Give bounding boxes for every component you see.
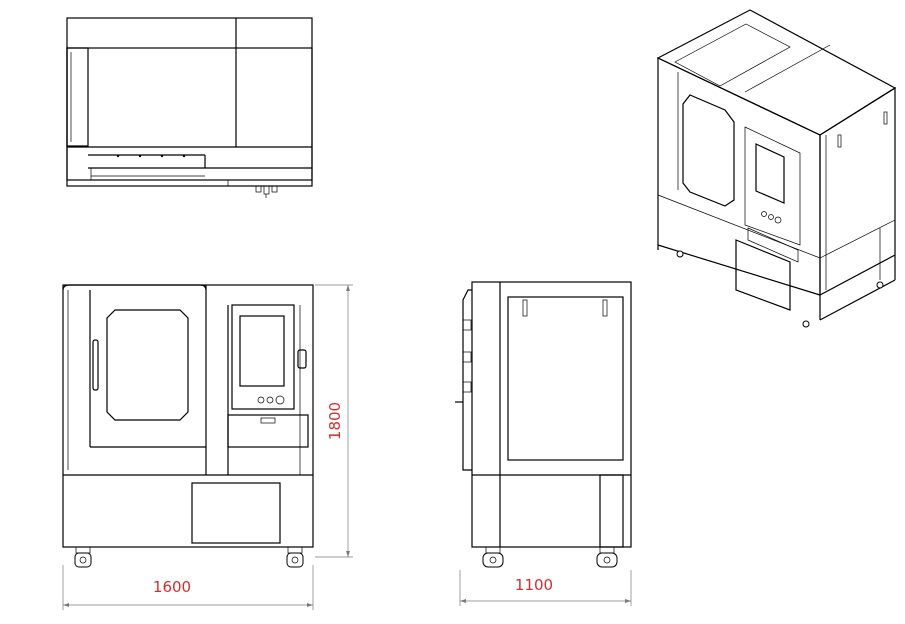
iso-front-face <box>657 57 821 296</box>
control-button-1 <box>257 396 265 404</box>
top-view-body <box>66 47 313 181</box>
side-panel-latch-left <box>522 299 528 317</box>
hinge-middle <box>462 351 472 363</box>
base-access-panel <box>191 482 281 544</box>
iso-door-window <box>682 94 735 207</box>
top-view <box>66 17 313 198</box>
iso-base-panel <box>735 239 791 311</box>
front-right-caster <box>286 546 304 568</box>
front-drawer <box>227 414 309 448</box>
isometric-view <box>656 9 897 328</box>
side-panel-latch-right <box>602 299 608 317</box>
emergency-stop-button <box>275 395 285 405</box>
front-height-label: 1800 <box>326 402 344 440</box>
control-button-2 <box>266 396 274 404</box>
side-depth-label: 1100 <box>515 576 553 594</box>
side-view-outline <box>471 281 632 548</box>
side-right-caster <box>596 546 618 568</box>
iso-control-screen <box>755 143 785 204</box>
front-view <box>62 284 314 568</box>
front-width-label: 1600 <box>153 578 191 596</box>
iso-caster-2 <box>802 320 810 328</box>
front-door-window <box>106 309 189 421</box>
front-left-caster <box>74 546 92 568</box>
control-panel <box>231 304 295 410</box>
control-panel-screen <box>239 315 285 387</box>
hinge-top <box>462 319 472 331</box>
front-width-dimension: 1600 <box>62 565 314 610</box>
side-view <box>455 281 632 568</box>
iso-caster-1 <box>676 250 684 258</box>
top-view-outline <box>66 17 313 187</box>
iso-caster-3 <box>876 281 884 289</box>
drawer-handle <box>260 417 276 424</box>
side-depth-dimension: 1100 <box>459 570 632 606</box>
hinge-bottom <box>462 381 472 393</box>
top-view-control-knobs <box>255 185 278 198</box>
front-height-dimension: 1800 <box>315 284 353 558</box>
top-view-left-panel <box>66 47 89 147</box>
side-handle <box>297 349 307 369</box>
side-panel <box>507 296 624 461</box>
front-door-handle <box>92 339 99 391</box>
iso-top-face <box>656 9 897 136</box>
side-left-caster <box>482 546 504 568</box>
